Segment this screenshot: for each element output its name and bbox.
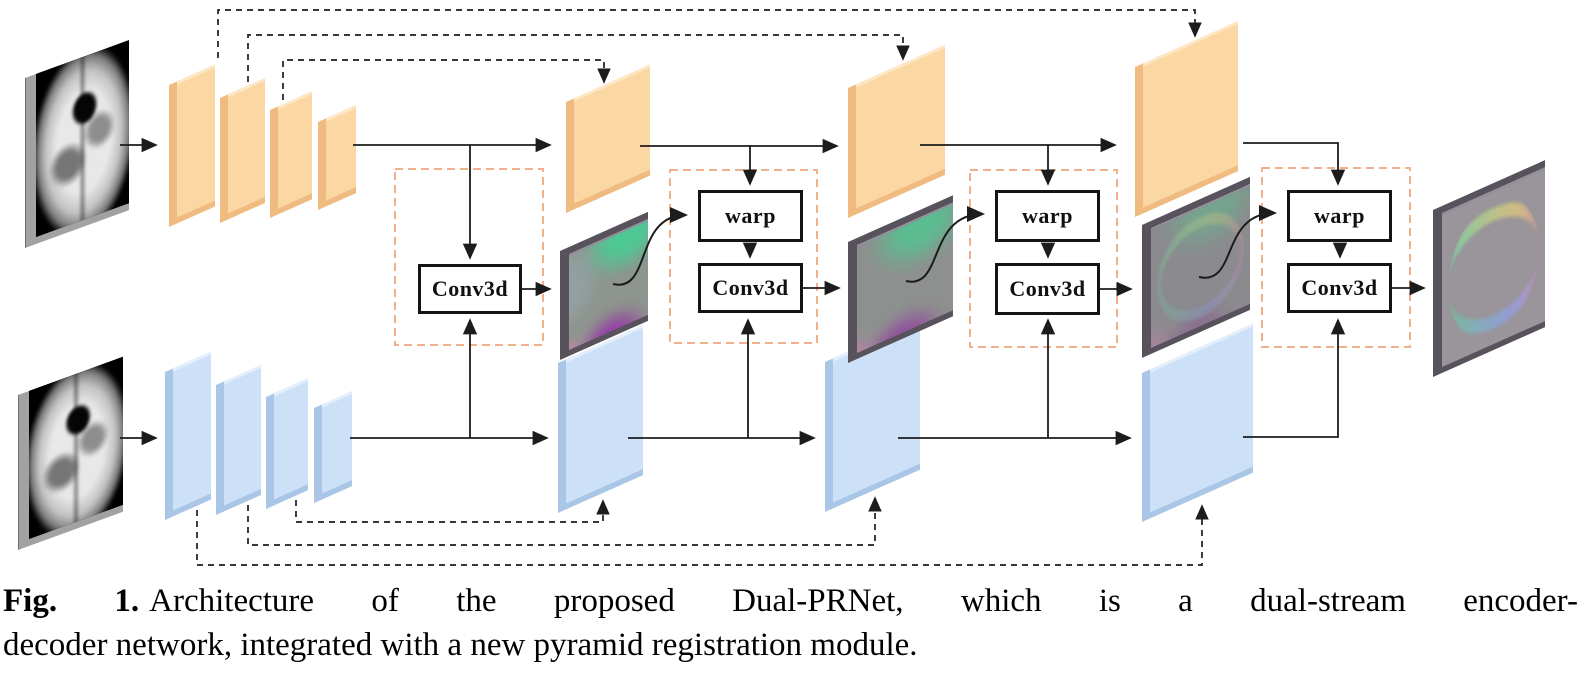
- skip-moving-3-to-decoder1: [295, 499, 610, 523]
- brain-texture: [36, 40, 129, 237]
- caption-line-2: decoder network, integrated with a new p…: [3, 623, 1578, 667]
- warp-box-2: warp: [698, 190, 803, 242]
- field-ring: [1156, 194, 1245, 340]
- fixed-decoder-panel-3: [1135, 21, 1238, 217]
- moving-encoder-panel-4: [314, 391, 352, 503]
- fixed-stream-to-warp4: [1243, 142, 1346, 186]
- fixed-decoder-panel-2: [848, 44, 945, 218]
- conv3d-box-1: Conv3d: [418, 264, 522, 314]
- conv3d-label: Conv3d: [431, 276, 509, 301]
- fixed-brain-face: [36, 40, 129, 237]
- figure-caption: Fig. 1.Architecture of the proposed Dual…: [3, 579, 1578, 667]
- skip-fixed-3-to-decoder1: [282, 59, 611, 100]
- conv3d-label: Conv3d: [712, 275, 789, 300]
- caption-text-1: Architecture of the proposed Dual-PRNet,…: [149, 583, 1578, 619]
- warp-box-3: warp: [995, 190, 1100, 242]
- fixed-encoder-panel-1: [169, 64, 215, 228]
- fixed-encoder-panel-2: [220, 77, 265, 223]
- moving-stream-to-conv4: [1243, 318, 1346, 438]
- moving-skip-connections: [196, 496, 1209, 566]
- skip-moving-1-to-decoder3: [196, 504, 1209, 566]
- warp-label: warp: [1022, 203, 1073, 228]
- moving-brain-image: [18, 356, 123, 550]
- moving-encoder-panel-1: [165, 351, 211, 520]
- fixed-brain-image: [25, 40, 129, 248]
- conv3d-label: Conv3d: [1301, 275, 1378, 300]
- conv3d-box-2: Conv3d: [698, 263, 803, 313]
- moving-encoder-panel-2: [216, 364, 261, 515]
- deformation-field-2: [848, 195, 953, 363]
- caption-line-1: Fig. 1.Architecture of the proposed Dual…: [3, 579, 1578, 623]
- moving-encoder-panel-3: [266, 378, 308, 509]
- warp-box-4: warp: [1287, 190, 1392, 242]
- fixed-decoder-panel-1: [566, 64, 650, 213]
- fixed-encoder-panel-4: [318, 105, 356, 210]
- skip-fixed-2-to-decoder2: [247, 34, 910, 82]
- warp-label: warp: [725, 203, 776, 228]
- conv3d-label: Conv3d: [1009, 276, 1086, 301]
- warp-label: warp: [1314, 203, 1365, 228]
- brain-texture: [29, 356, 123, 539]
- module-region-1: [394, 168, 544, 346]
- caption-figure-label: Fig. 1.: [3, 583, 140, 619]
- fixed-encoder-panel-3: [270, 91, 312, 218]
- conv3d-box-4: Conv3d: [1287, 263, 1392, 313]
- output-deformation-field: [1433, 160, 1545, 377]
- skip-fixed-1-to-decoder3: [217, 9, 1202, 58]
- conv3d-box-3: Conv3d: [995, 263, 1100, 315]
- fixed-skip-connections: [217, 9, 1202, 100]
- caption-text-2: decoder network, integrated with a new p…: [3, 627, 918, 663]
- field-gradient: [857, 202, 953, 353]
- moving-decoder-panel-3: [1142, 323, 1253, 522]
- moving-brain-face: [29, 356, 123, 539]
